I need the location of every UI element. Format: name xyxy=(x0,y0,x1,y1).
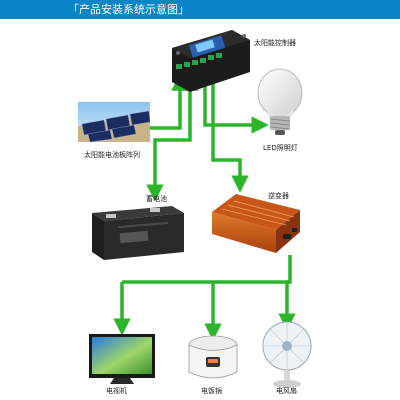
solar-controller xyxy=(172,30,250,92)
panel-label: 太阳能电池板阵列 xyxy=(84,150,140,159)
page-title: 「产品安装系统示意图」 xyxy=(68,3,189,16)
battery-label: 蓄电池 xyxy=(146,194,167,203)
arrow-panel-to-controller xyxy=(150,73,189,130)
inverter-label: 逆变器 xyxy=(268,191,289,200)
electric-fan xyxy=(262,321,312,388)
arrow-controller-to-led xyxy=(203,82,269,134)
fan-label: 电风扇 xyxy=(276,386,297,395)
cooker-label: 电饭锅 xyxy=(201,386,222,395)
arrow-battery-controller xyxy=(146,73,199,202)
led-label: LED照明灯 xyxy=(263,143,298,152)
page-header: 「产品安装系统示意图」 xyxy=(0,0,400,19)
battery: 蓄电池 xyxy=(92,194,184,260)
controller-label: 太阳能控制器 xyxy=(254,38,296,47)
inverter: 逆变器 xyxy=(212,191,300,253)
television xyxy=(89,334,155,384)
rice-cooker xyxy=(188,335,238,379)
tv-label: 电视机 xyxy=(106,386,127,395)
solar-panel-array xyxy=(78,102,151,143)
connection-arrows xyxy=(113,73,296,341)
led-bulb xyxy=(257,68,303,135)
arrow-controller-to-inverter xyxy=(211,82,249,193)
wire-inverter-down xyxy=(122,255,292,284)
